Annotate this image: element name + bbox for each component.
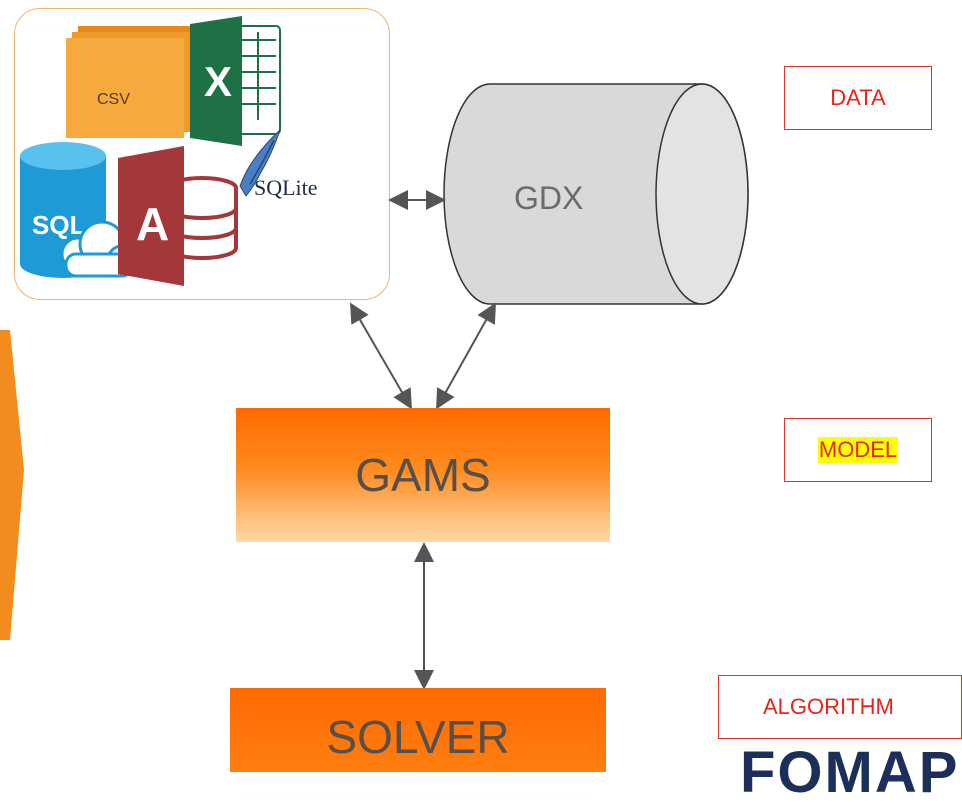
data-tag-label: DATA <box>830 85 886 110</box>
excel-icon: X <box>190 16 281 146</box>
side-arrow-shape <box>0 330 24 640</box>
excel-icon-label: X <box>204 58 232 105</box>
csv-icon: CSV <box>66 26 196 138</box>
gdx-cylinder-shape <box>443 83 749 305</box>
model-tag: MODEL <box>784 418 932 482</box>
gams-label: GAMS <box>355 449 491 501</box>
sql-icon-label: SQL <box>32 210 86 240</box>
algorithm-tag: ALGORITHM <box>718 675 962 739</box>
data-tag: DATA <box>784 66 932 130</box>
access-icon: A <box>118 146 238 286</box>
sql-cloud-icon: SQL <box>20 142 138 278</box>
sqlite-feather-icon: SQLite <box>239 129 318 200</box>
solver-label: SOLVER <box>326 711 510 763</box>
gams-box: GAMS <box>236 408 610 542</box>
sqlite-icon-label: SQLite <box>254 175 318 200</box>
csv-icon-label: CSV <box>97 91 130 108</box>
watermark-text: FOMAP <box>740 740 960 805</box>
gdx-label: GDX <box>514 180 584 216</box>
data-sources-icons: CSV X SQL A SQLite <box>20 16 318 286</box>
model-tag-label: MODEL <box>817 437 899 463</box>
access-icon-label: A <box>136 198 169 250</box>
connectors <box>349 190 496 690</box>
algorithm-tag-label: ALGORITHM <box>763 694 894 719</box>
sources-gams-arrow <box>349 302 413 410</box>
gdx-gams-arrow <box>436 302 496 410</box>
solver-box: SOLVER <box>230 688 606 772</box>
